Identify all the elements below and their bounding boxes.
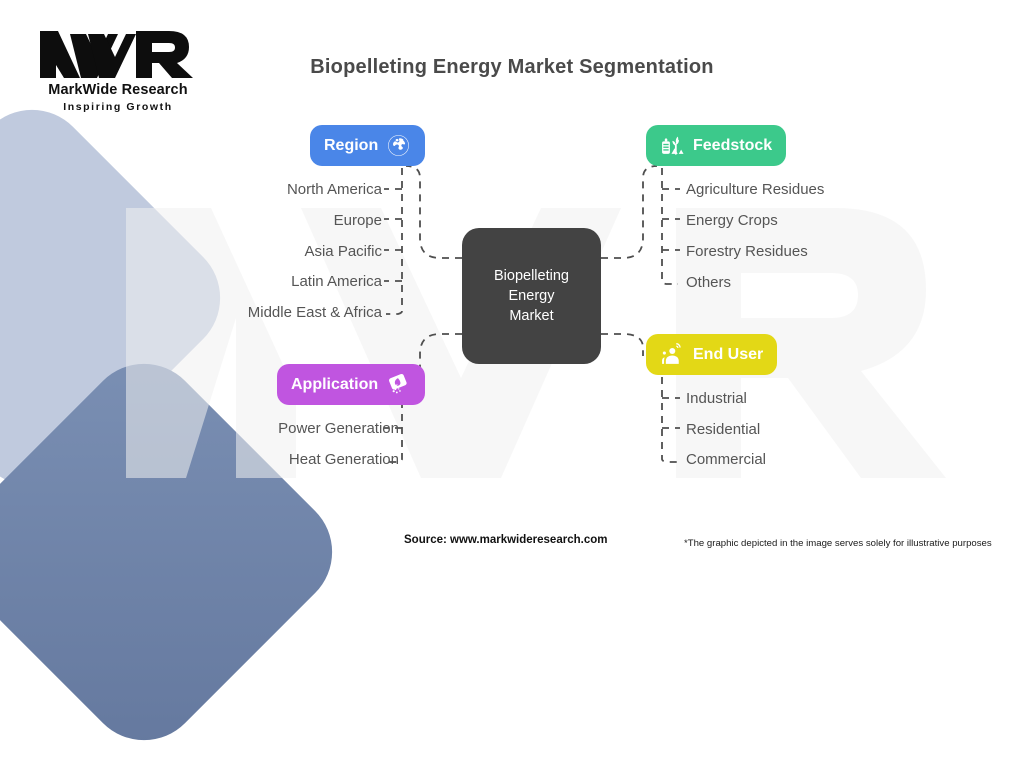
center-node-label: Biopelleting Energy Market	[494, 266, 569, 326]
branch-badge-application[interactable]: Application	[277, 364, 426, 405]
branch-label-region: Region	[324, 136, 379, 154]
connector-region-spine	[386, 168, 403, 315]
crop-harvest-icon	[662, 136, 684, 155]
leaf-spray-icon	[389, 373, 407, 394]
leaf-item-latin-america[interactable]: Latin America	[291, 273, 382, 290]
leaf-item-asia-pacific[interactable]: Asia Pacific	[304, 243, 382, 260]
center-node-line-1: Biopelleting	[494, 268, 569, 284]
decorative-square-light	[0, 85, 245, 511]
leaf-item-heat-generation[interactable]: Heat Generation	[288, 451, 399, 468]
branch-badge-enduser[interactable]: End User	[646, 334, 778, 375]
leaf-item-agriculture-residues[interactable]: Agriculture Residues	[686, 181, 825, 198]
leaf-item-europe[interactable]: Europe	[333, 212, 382, 229]
connector-center-region	[405, 165, 462, 259]
leaf-item-north-america[interactable]: North America	[286, 181, 382, 198]
mwr-monogram-icon	[40, 31, 193, 78]
leaf-item-forestry-residues[interactable]: Forestry Residues	[686, 243, 808, 260]
center-node-biopelleting-energy-market[interactable]: Biopelleting Energy Market	[462, 228, 601, 364]
globe-icon	[388, 135, 410, 156]
connector-enduser-spine	[661, 377, 678, 463]
leaf-item-middle-east-africa[interactable]: Middle East & Africa	[247, 304, 382, 321]
center-node-line-3: Market	[509, 308, 554, 324]
branch-label-feedstock: Feedstock	[693, 136, 773, 154]
leaf-item-others[interactable]: Others	[686, 274, 732, 291]
connector-center-feedstock	[601, 165, 658, 259]
center-node-line-2: Energy	[508, 288, 555, 304]
logo-company-name: MarkWide Research	[48, 82, 188, 98]
connector-feedstock-spine	[661, 168, 678, 285]
branch-label-enduser: End User	[693, 345, 764, 363]
leaf-item-commercial[interactable]: Commercial	[686, 451, 767, 468]
branch-label-application: Application	[291, 375, 379, 393]
brand-logo: MarkWide Research Inspiring Growth	[30, 28, 206, 113]
source-attribution: Source: www.markwideresearch.com	[404, 534, 608, 546]
branch-badge-feedstock[interactable]: Feedstock	[646, 125, 787, 166]
disclaimer-note: *The graphic depicted in the image serve…	[684, 538, 992, 549]
branch-badge-region[interactable]: Region	[310, 125, 426, 166]
infographic-canvas: MarkWide Research Inspiring Growth Biope…	[0, 28, 992, 764]
user-group-icon	[662, 343, 681, 364]
page-title: Biopelleting Energy Market Segmentation	[310, 56, 714, 78]
logo-tagline: Inspiring Growth	[63, 101, 173, 113]
leaf-item-energy-crops[interactable]: Energy Crops	[686, 212, 778, 229]
leaf-item-industrial[interactable]: Industrial	[686, 390, 747, 407]
connector-center-enduser	[601, 333, 644, 356]
leaf-item-residential[interactable]: Residential	[686, 421, 761, 438]
leaf-item-power-generation[interactable]: Power Generation	[278, 420, 399, 437]
